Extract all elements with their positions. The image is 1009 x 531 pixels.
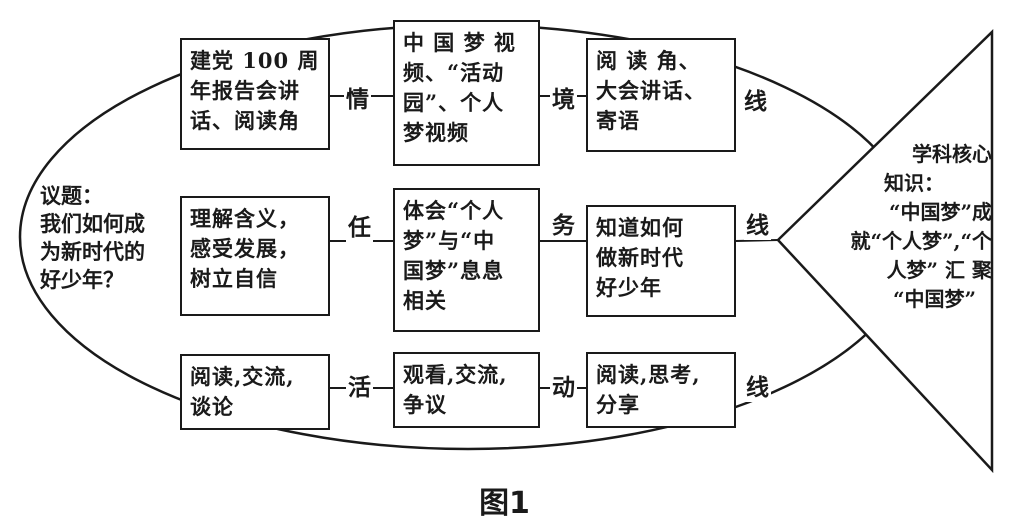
box-line: 分享 bbox=[596, 392, 640, 417]
row2-connector-1: 任 bbox=[346, 214, 373, 242]
box-line: 树立自信 bbox=[190, 266, 278, 291]
topic-question-line: 好少年？ bbox=[40, 267, 124, 292]
box-line: 阅读,交流, bbox=[190, 364, 295, 389]
box-line: 阅读,思考, bbox=[596, 362, 701, 387]
box-line: 体会“个人 bbox=[403, 198, 505, 223]
core-knowledge-line: 人梦” 汇 聚 bbox=[886, 258, 992, 282]
row3-box-1: 阅读,交流, 谈论 bbox=[180, 354, 330, 430]
row2-connector-2: 务 bbox=[550, 212, 577, 240]
row1-box-1: 建党 100 周 年报告会讲 话、阅读角 bbox=[180, 38, 330, 150]
box-line: 谈论 bbox=[190, 394, 234, 419]
core-knowledge-line: 知识： bbox=[884, 171, 944, 195]
box-line: 观看,交流, bbox=[403, 362, 508, 387]
box-line: 梦视频 bbox=[403, 120, 469, 145]
row2-end-label: 线 bbox=[744, 212, 771, 240]
box-line: 频、“活动 bbox=[403, 60, 505, 85]
box-line: 理解含义， bbox=[190, 206, 300, 231]
box-line: 话、阅读角 bbox=[190, 108, 300, 133]
box-line: 大会讲话、 bbox=[596, 78, 706, 103]
row3-connector-1: 活 bbox=[346, 374, 373, 402]
box-line: 相关 bbox=[403, 288, 447, 313]
row3-box-3: 阅读,思考, 分享 bbox=[586, 352, 736, 428]
box-line: 年报告会讲 bbox=[190, 78, 300, 103]
figure-caption: 图1 bbox=[479, 486, 530, 521]
box-line: 寄语 bbox=[596, 108, 640, 133]
box-line: 中 国 梦 视 bbox=[403, 30, 516, 55]
core-knowledge-line: “中国梦”成 bbox=[888, 200, 992, 224]
topic-block: 议题： 我们如何成 为新时代的 好少年？ bbox=[40, 182, 145, 294]
topic-question-line: 我们如何成 bbox=[40, 211, 145, 236]
core-knowledge-line: “中国梦” bbox=[892, 287, 976, 311]
row1-box-2: 中 国 梦 视 频、“活动 园”、个人 梦视频 bbox=[393, 20, 540, 166]
row2-box-1: 理解含义， 感受发展， 树立自信 bbox=[180, 196, 330, 316]
row3-box-2: 观看,交流, 争议 bbox=[393, 352, 540, 428]
row1-connector-2: 境 bbox=[550, 86, 577, 114]
row1-connector-1: 情 bbox=[344, 86, 371, 114]
core-knowledge-line: 学科核心 bbox=[912, 142, 992, 166]
core-knowledge-block: 学科核心 知识： “中国梦”成 就“个人梦”,“个 人梦” 汇 聚 “中国梦” bbox=[812, 140, 992, 314]
box-line: 感受发展， bbox=[190, 236, 300, 261]
row2-link-tail bbox=[735, 239, 779, 242]
fish-tail-triangle bbox=[776, 29, 994, 474]
row2-box-2: 体会“个人 梦”与“中 国梦”息息 相关 bbox=[393, 188, 540, 332]
box-line: 知道如何 bbox=[596, 215, 684, 240]
box-line: 做新时代 bbox=[596, 245, 684, 270]
box-line: 建党 100 周 bbox=[190, 48, 320, 73]
row3-connector-2: 动 bbox=[550, 374, 577, 402]
core-knowledge-line: 就“个人梦”,“个 bbox=[850, 229, 992, 253]
topic-question-line: 为新时代的 bbox=[40, 239, 145, 264]
box-line: 好少年 bbox=[596, 275, 662, 300]
row2-box-3: 知道如何 做新时代 好少年 bbox=[586, 205, 736, 317]
box-line: 园”、个人 bbox=[403, 90, 505, 115]
box-line: 梦”与“中 bbox=[403, 228, 496, 253]
row3-end-label: 线 bbox=[744, 374, 771, 402]
box-line: 争议 bbox=[403, 392, 447, 417]
topic-label: 议题： bbox=[40, 183, 103, 208]
box-line: 国梦”息息 bbox=[403, 258, 505, 283]
row1-box-3: 阅 读 角、 大会讲话、 寄语 bbox=[586, 38, 736, 152]
box-line: 阅 读 角、 bbox=[596, 48, 701, 73]
row1-end-label: 线 bbox=[742, 88, 769, 116]
